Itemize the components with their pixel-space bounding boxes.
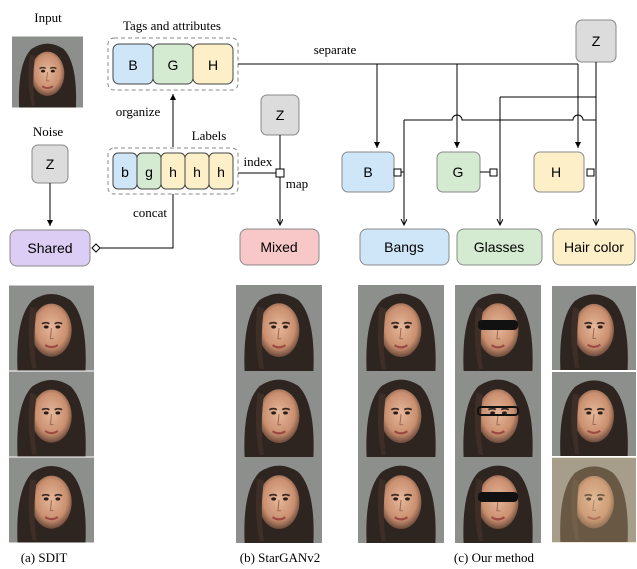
line-z-distribution	[404, 114, 596, 121]
label-box-h3-text: h	[217, 164, 225, 180]
index-label: index	[244, 154, 273, 169]
tag-box-G-label: G	[168, 57, 179, 73]
line-labels-to-shared	[100, 194, 174, 249]
sunglasses-mark-3	[478, 492, 518, 502]
label-boxes: b g h h h	[112, 152, 234, 190]
ours-node-B	[393, 168, 402, 177]
separate-label: separate	[314, 42, 357, 57]
mixed-box-label: Mixed	[260, 239, 297, 255]
stargan-face-3	[236, 457, 322, 543]
light-hair-tint	[552, 457, 636, 543]
mixed-box	[239, 228, 320, 266]
concat-label: concat	[133, 205, 167, 220]
haircolor-box-label: Hair color	[564, 239, 624, 255]
labels-title: Labels	[192, 128, 227, 143]
tags-attributes-title: Tags and attributes	[123, 18, 221, 33]
glasses-face-column	[455, 285, 541, 543]
bangs-face-2	[358, 371, 444, 457]
bangs-box-label: Bangs	[384, 239, 424, 255]
haircolor-face-column	[552, 286, 636, 543]
stargan-face-2	[236, 371, 322, 457]
sdit-face-3	[9, 458, 94, 543]
ours-node-H	[586, 168, 595, 177]
label-box-h3	[208, 152, 234, 190]
input-label: Input	[34, 10, 62, 25]
input-face-image	[12, 37, 83, 108]
label-box-h1-text: h	[169, 164, 177, 180]
caption-sdit: (a) SDIT	[21, 550, 68, 565]
glasses-mark-2	[477, 406, 519, 416]
noise-label: Noise	[33, 124, 64, 139]
ours-box-B-label: B	[363, 164, 372, 180]
bangs-face-column	[358, 285, 444, 543]
label-box-b-text: b	[121, 164, 129, 180]
label-box-g-text: g	[145, 164, 153, 180]
glasses-box-label: Glasses	[474, 239, 525, 255]
organize-label: organize	[116, 104, 161, 119]
diamond-connector	[91, 243, 101, 253]
tag-box-H	[192, 43, 234, 85]
ours-box-H-label: H	[551, 164, 561, 180]
ours-box-H	[533, 151, 585, 193]
ours-node-G	[489, 168, 498, 177]
shared-box-label: Shared	[27, 240, 72, 256]
caption-stargan: (b) StarGANv2	[240, 550, 321, 565]
bangs-box	[359, 228, 450, 266]
z-box-sdit-label: Z	[46, 156, 55, 172]
haircolor-box	[552, 228, 636, 266]
ours-box-G-label: G	[453, 164, 464, 180]
haircolor-face-1	[552, 286, 636, 370]
caption-ours: (c) Our method	[454, 550, 535, 565]
haircolor-face-2	[552, 372, 636, 456]
label-box-h2-text: h	[193, 164, 201, 180]
sunglasses-mark-1	[478, 320, 518, 330]
z-box-stargan-label: Z	[276, 107, 285, 123]
tag-box-H-label: H	[208, 57, 218, 73]
sdit-face-2	[9, 372, 94, 457]
stargan-face-1	[236, 285, 322, 371]
glasses-box	[456, 228, 543, 266]
z-box-ours-label: Z	[592, 33, 601, 49]
shared-box	[9, 229, 91, 267]
stargan-face-column	[236, 285, 322, 543]
tag-box-B-label: B	[128, 57, 137, 73]
sdit-face-column	[9, 286, 94, 543]
labels-group-frame	[107, 147, 239, 195]
map-node	[275, 168, 285, 178]
sdit-face-1	[9, 286, 94, 371]
bangs-face-1	[358, 285, 444, 371]
map-label: map	[286, 176, 308, 191]
bangs-face-3	[358, 457, 444, 543]
